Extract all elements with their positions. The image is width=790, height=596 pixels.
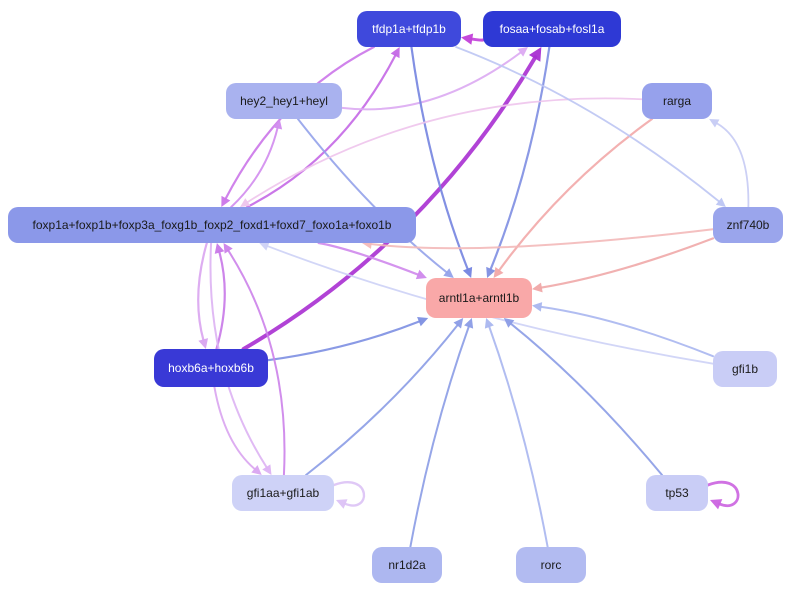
node-tfdp1a[interactable]: tfdp1a+tfdp1b bbox=[357, 11, 461, 47]
node-foxp1a[interactable]: foxp1a+foxp1b+foxp3a_foxg1b_foxp2_foxd1+… bbox=[8, 207, 416, 243]
node-znf740b[interactable]: znf740b bbox=[713, 207, 783, 243]
node-label: tp53 bbox=[665, 486, 689, 500]
arrowhead-icon bbox=[532, 282, 543, 293]
node-tp53[interactable]: tp53 bbox=[646, 475, 708, 511]
edge-znf740b-arntl1a bbox=[539, 237, 715, 289]
node-label: nr1d2a bbox=[388, 558, 426, 572]
node-label: znf740b bbox=[726, 218, 770, 232]
arrowhead-icon bbox=[390, 47, 400, 59]
arrowhead-icon bbox=[259, 241, 270, 251]
arrowhead-icon bbox=[461, 33, 474, 45]
edge-hey2-arntl1a bbox=[296, 118, 449, 274]
arrowhead-icon bbox=[417, 317, 429, 327]
edge-hoxb6a-gfi1aa bbox=[213, 386, 257, 471]
arrowhead-icon bbox=[443, 268, 454, 278]
node-label: fosaa+fosab+fosl1a bbox=[499, 22, 605, 36]
arrowhead-icon bbox=[710, 499, 723, 510]
arrowhead-icon bbox=[462, 266, 473, 278]
node-label: tfdp1a+tfdp1b bbox=[372, 22, 446, 36]
arrowhead-icon bbox=[336, 499, 348, 509]
edge-gfi1aa-arntl1a bbox=[305, 323, 459, 476]
node-nr1d2a[interactable]: nr1d2a bbox=[372, 547, 442, 583]
node-rorc[interactable]: rorc bbox=[516, 547, 586, 583]
node-label: foxp1a+foxp1b+foxp3a_foxg1b_foxp2_foxd1+… bbox=[32, 218, 392, 232]
node-arntl1a[interactable]: arntl1a+arntl1b bbox=[426, 278, 532, 318]
node-hoxb6a[interactable]: hoxb6a+hoxb6b bbox=[154, 349, 268, 387]
edge-gfi1aa-foxp1a bbox=[227, 249, 286, 476]
node-rarga[interactable]: rarga bbox=[642, 83, 712, 119]
arrowhead-icon bbox=[493, 267, 504, 278]
arrowhead-icon bbox=[198, 338, 209, 349]
node-label: gfi1aa+gfi1ab bbox=[246, 486, 320, 500]
node-label: rarga bbox=[662, 94, 691, 108]
node-label: gfi1b bbox=[731, 362, 759, 376]
edge-foxp1a-hey2 bbox=[230, 126, 279, 208]
edge-znf740b-foxp1a bbox=[369, 228, 714, 250]
node-label: hoxb6a+hoxb6b bbox=[168, 361, 254, 375]
edge-znf740b-rarga bbox=[715, 122, 750, 208]
node-label: hey2_hey1+heyl bbox=[240, 94, 328, 108]
arrowhead-icon bbox=[503, 318, 515, 328]
arrowhead-icon bbox=[528, 47, 542, 62]
edge-hey2-fosaa bbox=[341, 51, 523, 111]
edge-fosaa-tfdp1a bbox=[469, 37, 485, 42]
arrowhead-icon bbox=[453, 318, 464, 329]
arrowhead-icon bbox=[262, 464, 272, 475]
edge-hoxb6a-arntl1a bbox=[266, 320, 421, 362]
edge-fosaa-arntl1a bbox=[489, 45, 551, 271]
edge-tp53-arntl1a bbox=[509, 322, 664, 476]
arrowhead-icon bbox=[715, 197, 726, 207]
arrowhead-icon bbox=[415, 269, 427, 280]
edge-tfdp1a-znf740b bbox=[455, 46, 721, 203]
node-label: arntl1a+arntl1b bbox=[438, 291, 520, 305]
edge-hoxb6a-foxp1a bbox=[215, 250, 226, 351]
arrowhead-icon bbox=[532, 302, 543, 312]
edge-rarga-arntl1a bbox=[497, 117, 654, 272]
arrowhead-icon bbox=[272, 119, 283, 130]
edge-tfdp1a-arntl1a bbox=[410, 45, 469, 271]
node-label: rorc bbox=[540, 558, 562, 572]
node-gfi1b[interactable]: gfi1b bbox=[713, 351, 777, 387]
arrowhead-icon bbox=[251, 465, 262, 475]
arrowhead-icon bbox=[214, 243, 225, 254]
arrowhead-icon bbox=[223, 243, 233, 254]
node-fosaa[interactable]: fosaa+fosab+fosl1a bbox=[483, 11, 621, 47]
edge-nr1d2a-arntl1a bbox=[409, 325, 470, 548]
arrowhead-icon bbox=[517, 47, 528, 57]
arrowhead-icon bbox=[709, 119, 720, 128]
edge-foxp1a-tfdp1a bbox=[246, 53, 397, 209]
arrowhead-icon bbox=[486, 266, 496, 278]
arrowhead-icon bbox=[240, 198, 251, 207]
edge-gfi1aa-gfi1aa bbox=[332, 481, 366, 507]
edge-rorc-arntl1a bbox=[488, 325, 549, 548]
edge-rarga-foxp1a bbox=[246, 97, 643, 204]
node-hey2[interactable]: hey2_hey1+heyl bbox=[226, 83, 342, 119]
arrowhead-icon bbox=[464, 318, 474, 329]
edge-foxp1a-arntl1a bbox=[317, 241, 420, 276]
arrowhead-icon bbox=[221, 195, 231, 207]
edge-foxp1a-hoxb6a bbox=[197, 241, 208, 342]
arrowhead-icon bbox=[484, 318, 494, 329]
edge-gfi1b-arntl1a bbox=[539, 305, 714, 358]
edge-tp53-tp53 bbox=[706, 481, 740, 507]
node-gfi1aa[interactable]: gfi1aa+gfi1ab bbox=[232, 475, 334, 511]
